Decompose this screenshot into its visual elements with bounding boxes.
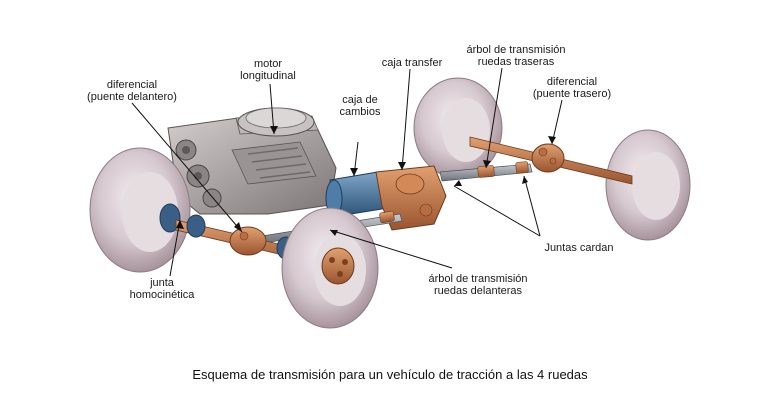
leader-cardan-1 (453, 185, 541, 237)
label-motor: motor longitudinal (240, 58, 296, 82)
label-caja-cambios: caja de cambios (339, 94, 381, 118)
label-arbol-traseras: árbol de transmisión ruedas traseras (466, 44, 566, 68)
leader-diferencial-delantero (131, 102, 243, 233)
leader-arbol-traseras (485, 67, 503, 169)
label-diferencial-trasero: diferencial (puente trasero) (532, 76, 612, 100)
label-juntas-cardan: Juntas cardan (544, 242, 614, 254)
figure-caption: Esquema de transmisión para un vehículo … (192, 367, 588, 382)
leader-motor (269, 83, 275, 135)
leader-junta (169, 219, 181, 277)
engine (167, 107, 337, 215)
label-caja-transfer: caja transfer (381, 57, 443, 69)
leader-caja-transfer (401, 68, 411, 171)
front-right-wheel (281, 207, 379, 329)
leader-diferencial-trasero (551, 99, 563, 145)
leader-arrowheads (176, 126, 556, 236)
label-arbol-delanteras: árbol de transmisión ruedas delanteras (428, 273, 528, 297)
rear-differential (531, 143, 565, 173)
rear-propshaft (439, 161, 533, 182)
rear-right-wheel (605, 129, 691, 241)
front-differential (229, 226, 267, 256)
label-diferencial-delantero: diferencial (puente delantero) (87, 79, 177, 103)
front-left-wheel (89, 147, 191, 273)
leader-arbol-delanteras (329, 229, 453, 269)
leader-cardan-2 (523, 175, 541, 237)
label-junta-homocinetica: junta homocinética (129, 277, 195, 301)
leader-lines (131, 67, 563, 277)
